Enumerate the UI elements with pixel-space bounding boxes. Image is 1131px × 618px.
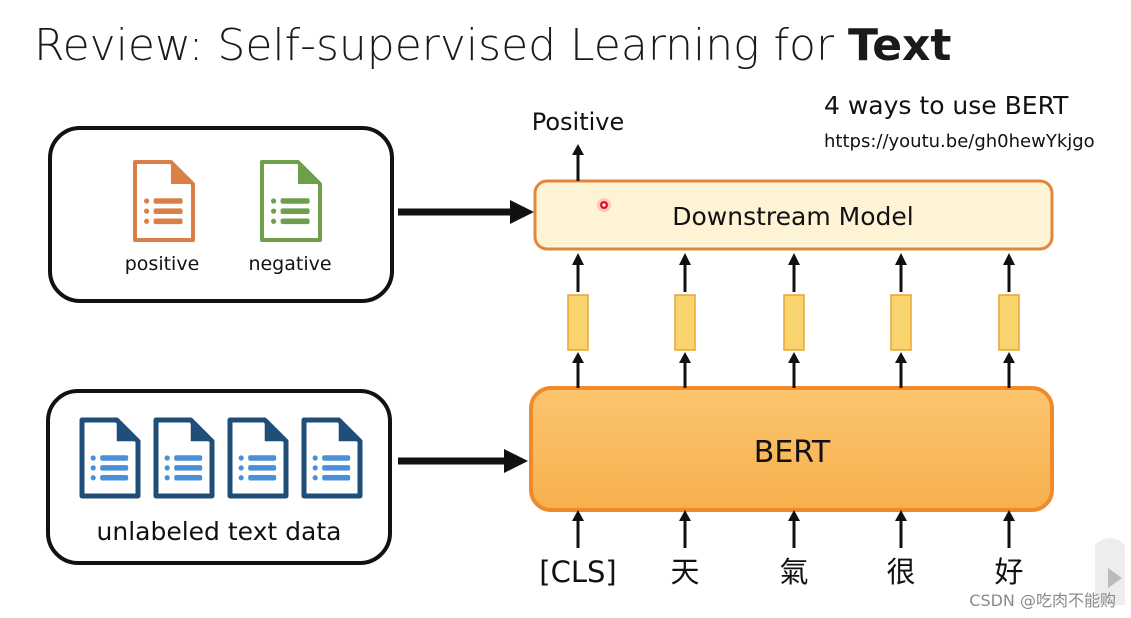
embedding-vector — [783, 294, 805, 351]
arrowhead — [788, 352, 800, 363]
token-0: [CLS] — [539, 555, 616, 589]
reference-heading: 4 ways to use BERT — [824, 91, 1069, 120]
token-columns: [CLS] 天 氣 很 好 — [539, 253, 1024, 589]
reference-url[interactable]: https://youtu.be/gh0hewYkjgo — [824, 131, 1095, 152]
pointer-dot — [597, 198, 611, 212]
watermark: CSDN @吃肉不能购 — [969, 538, 1125, 610]
arrow-unlabeled-to-bert — [398, 449, 528, 473]
arrowhead — [679, 510, 691, 521]
unlabeled-document-icon — [79, 417, 141, 499]
arrowhead — [895, 352, 907, 363]
arrowhead — [1003, 510, 1015, 521]
unlabeled-document-icon — [301, 417, 363, 499]
label-negative: negative — [248, 253, 331, 275]
output-label: Positive — [532, 108, 625, 136]
token-3: 很 — [886, 555, 915, 589]
downstream-model-box — [533, 179, 1054, 251]
embedding-vector — [674, 294, 696, 351]
arrow-labeled-to-downstream — [398, 200, 534, 224]
slide-title: Review: Self-supervised Learning for Tex… — [34, 20, 951, 71]
arrowhead — [1003, 352, 1015, 363]
downstream-model-label: Downstream Model — [672, 202, 913, 231]
arrowhead — [1003, 253, 1015, 265]
token-2: 氣 — [779, 555, 808, 589]
labeled-data-box — [48, 126, 394, 303]
arrowhead — [679, 253, 691, 265]
embedding-vector — [890, 294, 912, 351]
token-4: 好 — [994, 555, 1023, 589]
arrowhead — [895, 253, 907, 265]
embedding-vector — [998, 294, 1020, 351]
bert-model-label: BERT — [754, 435, 831, 470]
arrowhead — [572, 253, 584, 265]
output-arrow — [572, 144, 584, 181]
token-1: 天 — [670, 555, 699, 589]
arrowhead — [572, 510, 584, 521]
arrowhead — [788, 253, 800, 265]
unlabeled-document-icon — [227, 417, 289, 499]
arrowhead — [572, 352, 584, 363]
unlabeled-data-label: unlabeled text data — [97, 517, 342, 546]
svg-text:CSDN @吃肉不能购: CSDN @吃肉不能购 — [969, 591, 1116, 610]
unlabeled-document-icon — [153, 417, 215, 499]
unlabeled-docs-group — [79, 417, 363, 499]
arrowhead — [895, 510, 907, 521]
embedding-vector — [567, 294, 589, 351]
negative-document-icon — [260, 160, 322, 242]
bert-model-box — [529, 386, 1054, 512]
arrowhead — [788, 510, 800, 521]
labeled-docs-group: positive negative — [125, 160, 332, 275]
positive-document-icon — [133, 160, 195, 242]
arrowhead — [679, 352, 691, 363]
label-positive: positive — [125, 253, 200, 275]
